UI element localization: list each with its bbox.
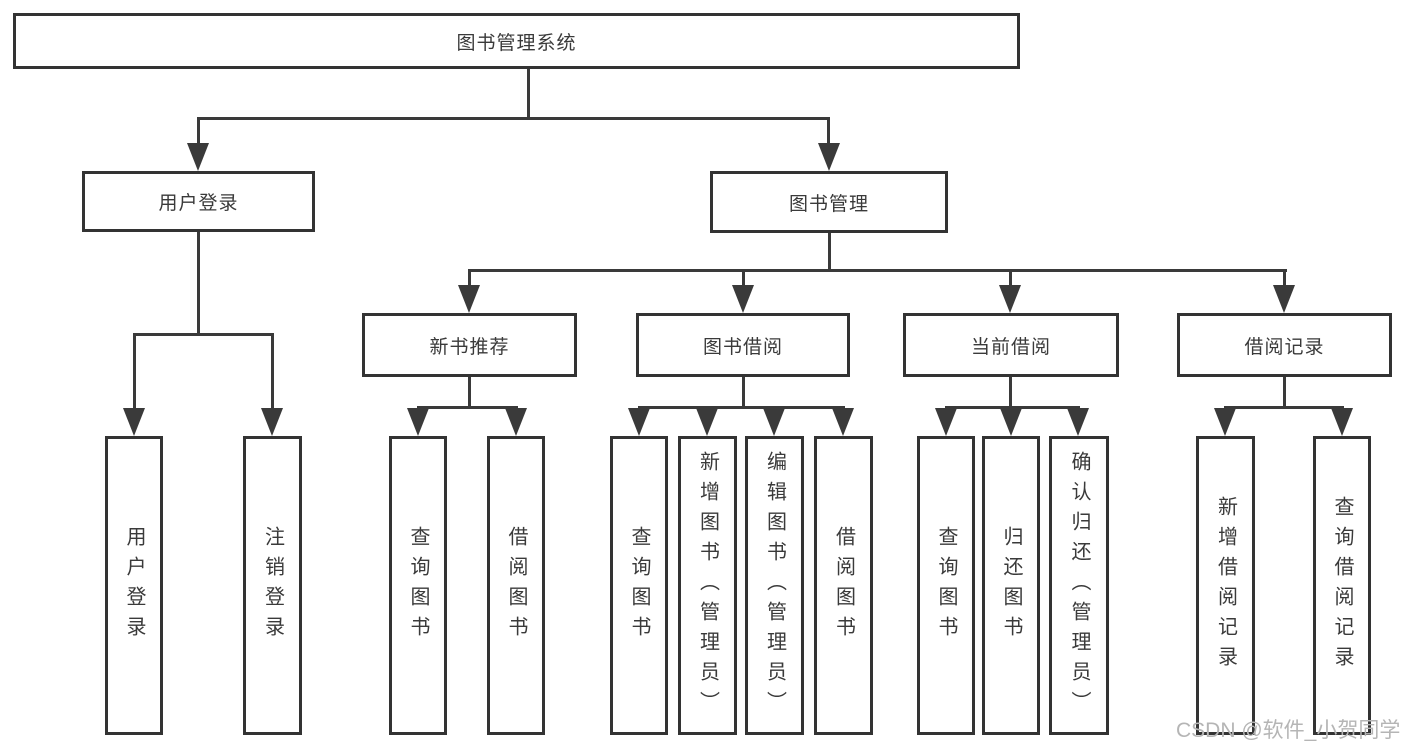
node-add-book-admin: 新增图书（管理员） xyxy=(678,436,737,735)
node-query-books-3: 查询图书 xyxy=(917,436,975,735)
node-logout-leaf: 注销登录 xyxy=(243,436,302,735)
connector-line xyxy=(1283,377,1286,409)
node-label: 编辑图书（管理员） xyxy=(763,450,786,721)
node-label: 查询图书 xyxy=(628,525,650,646)
arrow-down-icon xyxy=(763,408,785,436)
arrow-down-icon xyxy=(999,285,1021,313)
connector-line xyxy=(1283,272,1286,287)
node-label: 归还图书 xyxy=(1000,525,1022,646)
node-confirm-return-admin: 确认归还（管理员） xyxy=(1049,436,1109,735)
arrow-down-icon xyxy=(1214,408,1236,436)
node-query-books-2: 查询图书 xyxy=(610,436,668,735)
arrow-down-icon xyxy=(818,143,840,171)
connector-line xyxy=(742,272,745,287)
node-query-borrow-record: 查询借阅记录 xyxy=(1313,436,1371,735)
connector-line xyxy=(468,269,1287,272)
node-label: 注销登录 xyxy=(261,525,284,646)
arrow-down-icon xyxy=(1331,408,1353,436)
node-return-books: 归还图书 xyxy=(982,436,1040,735)
node-label: 用户登录 xyxy=(123,525,145,646)
node-root: 图书管理系统 xyxy=(13,13,1020,69)
node-book-management: 图书管理 xyxy=(710,171,948,233)
node-label: 查询图书 xyxy=(935,525,957,646)
node-book-borrowing: 图书借阅 xyxy=(636,313,850,377)
arrow-down-icon xyxy=(123,408,145,436)
arrow-down-icon xyxy=(505,408,527,436)
node-borrow-books-2: 借阅图书 xyxy=(814,436,873,735)
arrow-down-icon xyxy=(696,408,718,436)
node-label: 新增图书（管理员） xyxy=(696,450,719,721)
node-label: 图书管理系统 xyxy=(456,32,577,54)
node-label: 借阅图书 xyxy=(505,525,527,646)
node-borrowing-records: 借阅记录 xyxy=(1177,313,1392,377)
connector-line xyxy=(1009,272,1012,287)
node-label: 借阅图书 xyxy=(832,525,855,646)
node-edit-book-admin: 编辑图书（管理员） xyxy=(745,436,804,735)
connector-line xyxy=(271,336,274,410)
node-label: 查询借阅记录 xyxy=(1331,495,1353,676)
node-borrow-books-1: 借阅图书 xyxy=(487,436,545,735)
node-query-books-1: 查询图书 xyxy=(389,436,447,735)
connector-line xyxy=(133,333,274,336)
arrow-down-icon xyxy=(935,408,957,436)
connector-line xyxy=(638,406,845,409)
connector-line xyxy=(1009,377,1012,409)
node-label: 新书推荐 xyxy=(429,336,510,358)
connector-line xyxy=(468,272,471,287)
connector-line xyxy=(742,377,745,409)
arrow-down-icon xyxy=(1067,408,1089,436)
arrow-down-icon xyxy=(628,408,650,436)
node-label: 查询图书 xyxy=(407,525,429,646)
connector-line xyxy=(197,117,830,120)
arrow-down-icon xyxy=(832,408,854,436)
node-current-borrowing: 当前借阅 xyxy=(903,313,1119,377)
node-label: 确认归还（管理员） xyxy=(1068,450,1090,721)
node-label: 新增借阅记录 xyxy=(1214,495,1237,676)
node-label: 借阅记录 xyxy=(1244,336,1325,358)
connector-line xyxy=(197,232,200,336)
arrow-down-icon xyxy=(1000,408,1022,436)
connector-line xyxy=(197,120,200,145)
node-label: 图书管理 xyxy=(788,193,869,215)
connector-line xyxy=(417,406,518,409)
node-label: 当前借阅 xyxy=(970,336,1051,358)
arrow-down-icon xyxy=(187,143,209,171)
watermark: CSDN @软件_小贺同学 xyxy=(1176,719,1401,742)
arrow-down-icon xyxy=(732,285,754,313)
connector-line xyxy=(527,69,530,120)
connector-line xyxy=(133,336,136,410)
connector-line xyxy=(1224,406,1344,409)
node-new-book-recommend: 新书推荐 xyxy=(362,313,577,377)
node-label: 图书借阅 xyxy=(702,336,783,358)
arrow-down-icon xyxy=(407,408,429,436)
connector-line xyxy=(828,233,831,272)
arrow-down-icon xyxy=(1273,285,1295,313)
connector-line xyxy=(827,120,830,145)
node-user-login: 用户登录 xyxy=(82,171,315,232)
node-user-login-leaf: 用户登录 xyxy=(105,436,163,735)
arrow-down-icon xyxy=(458,285,480,313)
connector-line xyxy=(468,377,471,409)
arrow-down-icon xyxy=(261,408,283,436)
node-label: 用户登录 xyxy=(158,193,239,214)
connector-line xyxy=(945,406,1080,409)
node-add-borrow-record: 新增借阅记录 xyxy=(1196,436,1255,735)
